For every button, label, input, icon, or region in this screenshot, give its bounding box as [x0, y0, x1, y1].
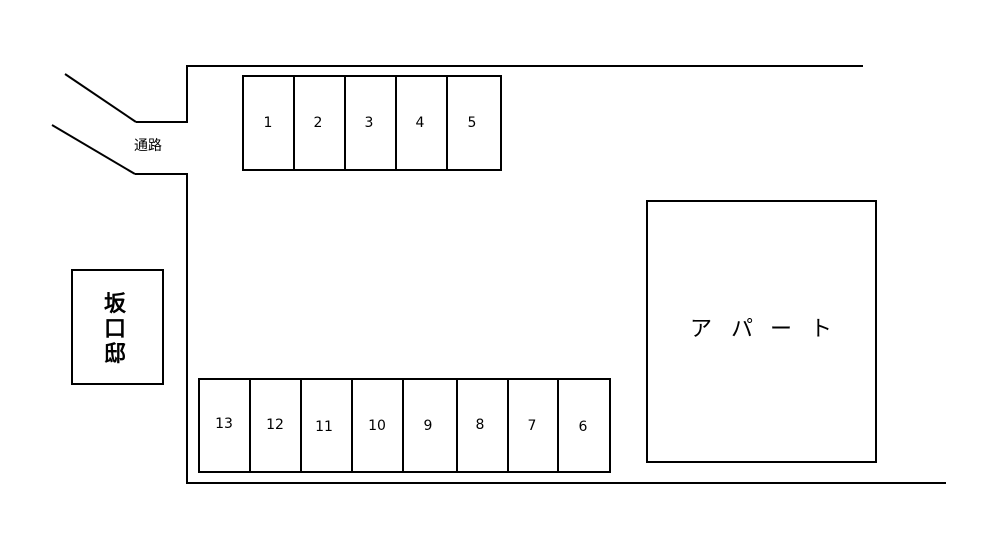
neighbor-house: 坂 口 邸 [71, 269, 164, 385]
neighbor-house-label: 邸 [104, 342, 126, 367]
parking-space-number: 10 [368, 418, 386, 434]
parking-space-number: 6 [579, 419, 588, 435]
parking-space [557, 378, 611, 473]
apartment-label: ト [810, 317, 832, 342]
lot-boundary-top [136, 65, 863, 123]
parking-row-top: 1 2 3 4 5 [242, 75, 502, 171]
apartment-label: パ [731, 317, 753, 342]
parking-space-number: 4 [416, 115, 425, 131]
lot-boundary-left-bottom [135, 173, 946, 484]
parking-space-number: 12 [266, 417, 284, 433]
parking-space-number: 1 [264, 115, 273, 131]
parking-space-number: 13 [215, 416, 233, 432]
parking-space-number: 7 [528, 418, 537, 434]
parking-space-number: 5 [468, 115, 477, 131]
neighbor-house-outline [71, 269, 164, 385]
apartment-label: ー [770, 317, 792, 342]
parking-space [446, 75, 502, 171]
apartment-building: ア パ ー ト [646, 200, 877, 463]
neighbor-house-label: 坂 [104, 292, 127, 317]
parking-space-number: 11 [315, 419, 333, 435]
parking-space-number: 9 [424, 418, 433, 434]
access-road-line-lower [51, 124, 136, 175]
parking-space-number: 2 [314, 115, 323, 131]
parking-row-bottom: 13 12 11 10 9 8 7 6 [198, 378, 611, 473]
parking-space-number: 3 [365, 115, 374, 131]
apartment-outline [646, 200, 877, 463]
parking-space-number: 8 [476, 417, 485, 433]
neighbor-house-label: 口 [104, 317, 126, 342]
access-road-line-upper [64, 73, 137, 123]
passage-label: 通路 [134, 138, 162, 154]
apartment-label: ア [690, 317, 712, 342]
